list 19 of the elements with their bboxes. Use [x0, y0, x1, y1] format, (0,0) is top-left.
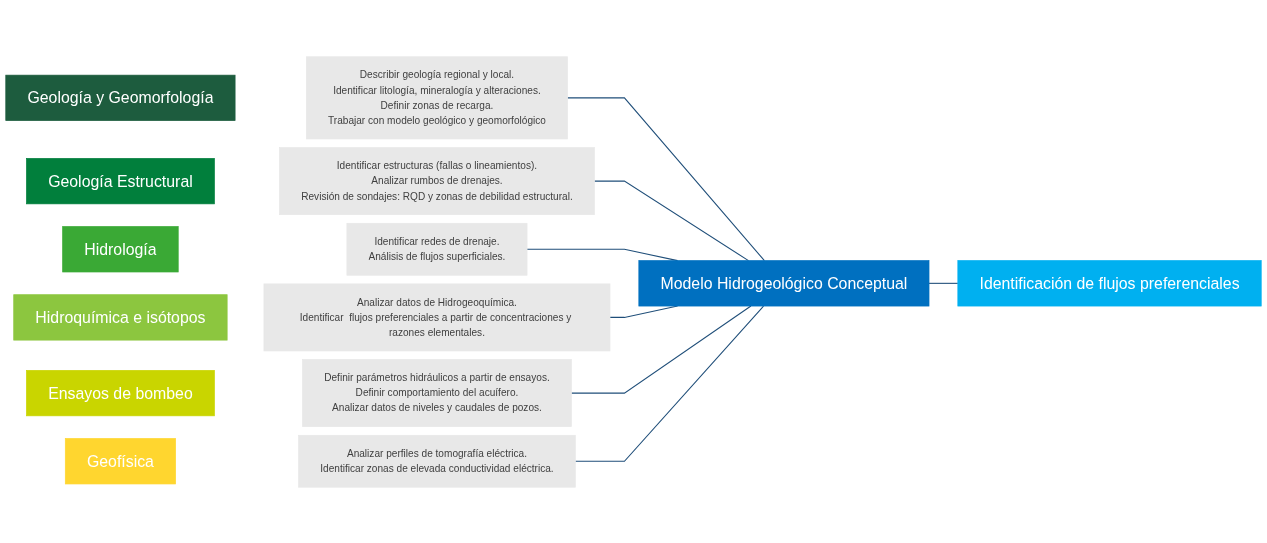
node-box: Modelo Hidrogeológico Conceptual — [638, 259, 930, 306]
node-box: Analizar datos de Hidrogeoquímica. Identificar flujos preferenciales a partir de concentraciones y razones elementales. — [263, 283, 611, 351]
node-box: Hidroquímica e isótopos — [13, 293, 228, 340]
node-box: Identificar redes de drenaje. Análisis de flujos superficiales. — [346, 222, 528, 276]
node-box: Geología Estructural — [26, 157, 215, 204]
node-box: Identificación de flujos preferenciales — [957, 259, 1262, 306]
connector — [570, 305, 752, 394]
node-box: Identificar estructuras (fallas o lineamientos). Analizar rumbos de drenajes. Revisión de sondajes: RQD y zonas de debilidad estructural. — [279, 146, 595, 215]
node-box: Describir geología regional y local. Identificar litología, mineralogía y alteraciones. Definir zonas de recarga. Trabajar con modelo geológico y geomorfológico — [306, 55, 568, 139]
node-box: Ensayos de bombeo — [26, 369, 215, 416]
node-box: Analizar perfiles de tomografía eléctrica. Identificar zonas de elevada conductividad eléctrica. — [298, 434, 576, 488]
connector — [574, 305, 765, 462]
node-box: Definir parámetros hidráulicos a partir de ensayos. Definir comportamiento del acuífero. Analizar datos de niveles y caudales de pozos. — [302, 358, 572, 427]
connector — [928, 282, 959, 284]
connector — [593, 180, 749, 261]
node-box: Hidrología — [62, 225, 179, 272]
node-box: Geofísica — [64, 437, 176, 484]
node-box: Geología y Geomorfología — [5, 74, 236, 121]
connector — [567, 96, 765, 261]
